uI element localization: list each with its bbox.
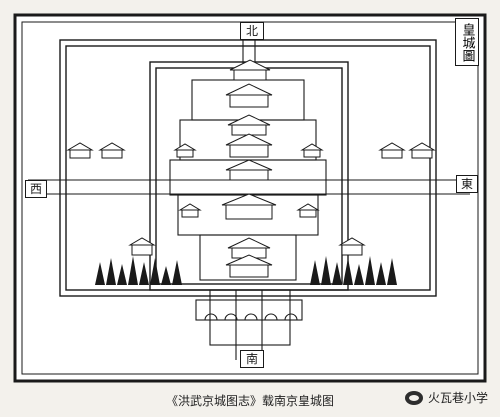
watermark-text: 火瓦巷小学	[427, 391, 488, 405]
map-title: 皇城圖	[455, 18, 479, 66]
wechat-logo-icon	[404, 390, 423, 405]
watermark: 火瓦巷小学	[404, 389, 488, 406]
west-grove-trees	[95, 256, 182, 285]
direction-west-label: 西	[25, 180, 47, 198]
central-halls	[221, 59, 277, 278]
side-halls	[66, 142, 436, 256]
east-grove-trees	[310, 256, 397, 285]
figure-caption: 《洪武京城图志》载南京皇城图	[165, 394, 334, 408]
direction-east-label: 東	[456, 175, 478, 193]
direction-north-label: 北	[240, 22, 264, 40]
direction-south-label: 南	[240, 350, 264, 368]
south-gate	[195, 299, 303, 321]
